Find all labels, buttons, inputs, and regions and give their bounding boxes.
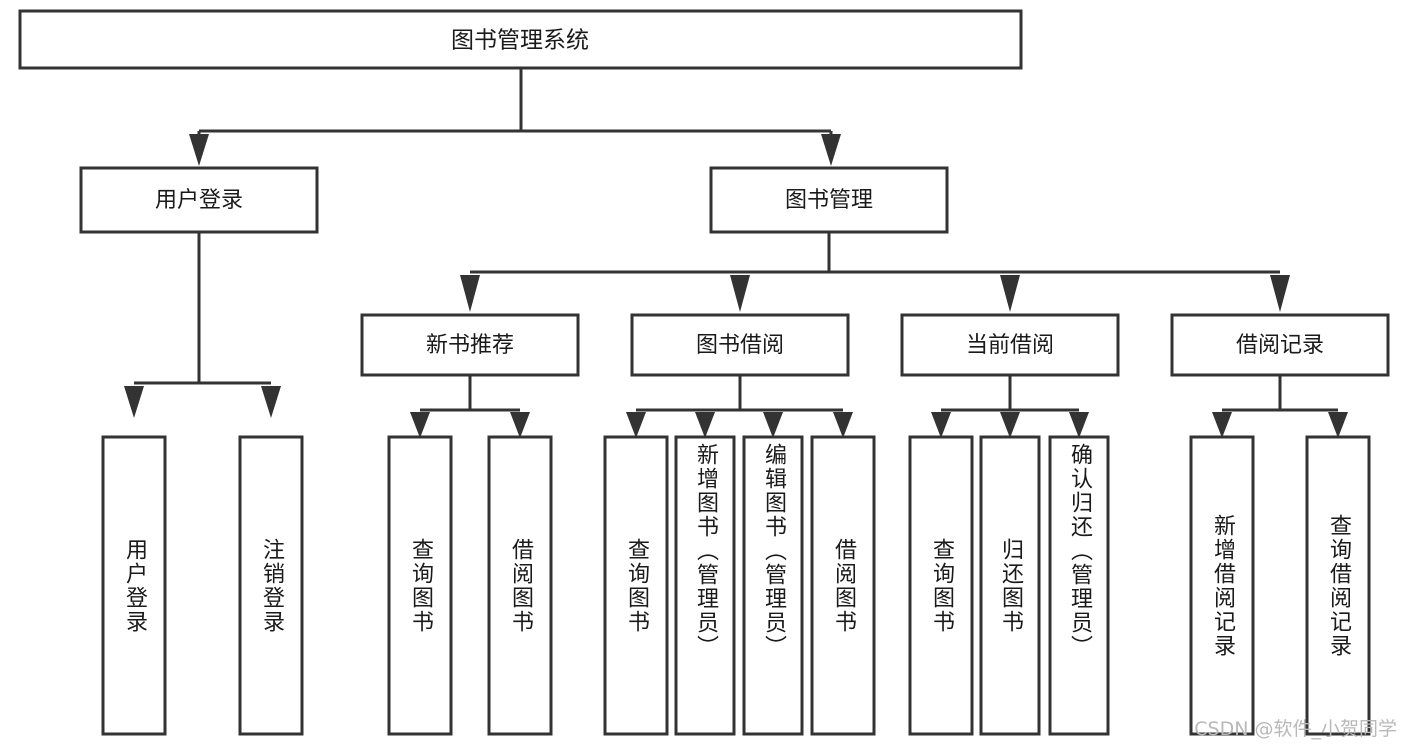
node-current-borrow[interactable]: 当前借阅 bbox=[900, 313, 1120, 377]
arrow-head-to-borrow-record bbox=[1270, 275, 1290, 312]
leaf-box-new-book-1[interactable] bbox=[387, 435, 453, 736]
leaf-box-book-borrow-2[interactable] bbox=[674, 435, 736, 736]
arrow-head-to-book-manage bbox=[821, 134, 841, 166]
leaf-box-user-login-1[interactable] bbox=[101, 435, 167, 736]
node-borrow-record[interactable]: 借阅记录 bbox=[1170, 313, 1390, 377]
node-user-login[interactable]: 用户登录 bbox=[79, 166, 319, 234]
leaf-box-borrow-record-1[interactable] bbox=[1189, 435, 1255, 736]
leaf-box-new-book-2[interactable] bbox=[487, 435, 553, 736]
node-new-book-recommend-box[interactable] bbox=[360, 313, 580, 377]
node-book-manage[interactable]: 图书管理 bbox=[709, 166, 949, 234]
node-borrow-record-box[interactable] bbox=[1170, 313, 1390, 377]
leaf-box-borrow-record-2[interactable] bbox=[1305, 435, 1371, 736]
arrow-head-borrow-record-leaf-1 bbox=[1212, 412, 1232, 438]
arrow-head-current-borrow-leaf-3 bbox=[1069, 412, 1089, 438]
leaf-box-current-borrow-2[interactable] bbox=[979, 435, 1041, 736]
arrow-head-book-borrow-leaf-3 bbox=[763, 412, 783, 438]
node-current-borrow-box[interactable] bbox=[900, 313, 1120, 377]
node-borrow-record-label: 借阅记录 bbox=[1236, 333, 1324, 358]
leaf-box-user-login-2[interactable] bbox=[238, 435, 304, 736]
node-new-book-recommend-label: 新书推荐 bbox=[426, 333, 514, 358]
arrow-head-current-borrow-leaf-2 bbox=[1000, 412, 1020, 438]
leaf-box-book-borrow-1[interactable] bbox=[603, 435, 669, 736]
arrow-head-to-user-login bbox=[189, 134, 209, 166]
node-new-book-recommend[interactable]: 新书推荐 bbox=[360, 313, 580, 377]
leaf-box-current-borrow-3[interactable] bbox=[1048, 435, 1110, 736]
csdn-watermark: CSDN @软件_小贺同学 bbox=[1194, 718, 1397, 740]
arrow-head-user-login-leaf-1 bbox=[124, 386, 144, 418]
arrow-head-to-new-book bbox=[460, 275, 480, 312]
arrow-head-to-book-borrow bbox=[730, 275, 750, 312]
arrow-head-book-borrow-leaf-1 bbox=[626, 412, 646, 438]
node-current-borrow-label: 当前借阅 bbox=[966, 333, 1054, 358]
leaf-box-book-borrow-4[interactable] bbox=[810, 435, 876, 736]
node-book-borrow-label: 图书借阅 bbox=[696, 333, 784, 358]
node-root[interactable]: 图书管理系统 bbox=[18, 9, 1023, 70]
arrow-head-book-borrow-leaf-4 bbox=[833, 412, 853, 438]
leaf-box-book-borrow-3[interactable] bbox=[742, 435, 804, 736]
node-user-login-label: 用户登录 bbox=[155, 188, 243, 213]
node-root-label: 图书管理系统 bbox=[451, 28, 589, 54]
node-book-manage-box[interactable] bbox=[709, 166, 949, 234]
arrow-head-current-borrow-leaf-1 bbox=[931, 412, 951, 438]
leaf-box-current-borrow-1[interactable] bbox=[908, 435, 974, 736]
arrow-head-to-current-borrow bbox=[1000, 275, 1020, 312]
arrow-head-borrow-record-leaf-2 bbox=[1328, 412, 1348, 438]
node-book-manage-label: 图书管理 bbox=[785, 188, 873, 213]
arrow-head-user-login-leaf-2 bbox=[261, 386, 281, 418]
arrow-head-new-book-leaf-2 bbox=[510, 412, 530, 438]
node-root-box[interactable] bbox=[18, 9, 1023, 70]
arrow-head-new-book-leaf-1 bbox=[410, 412, 430, 438]
node-book-borrow[interactable]: 图书借阅 bbox=[630, 313, 850, 377]
arrow-head-book-borrow-leaf-2 bbox=[695, 412, 715, 438]
